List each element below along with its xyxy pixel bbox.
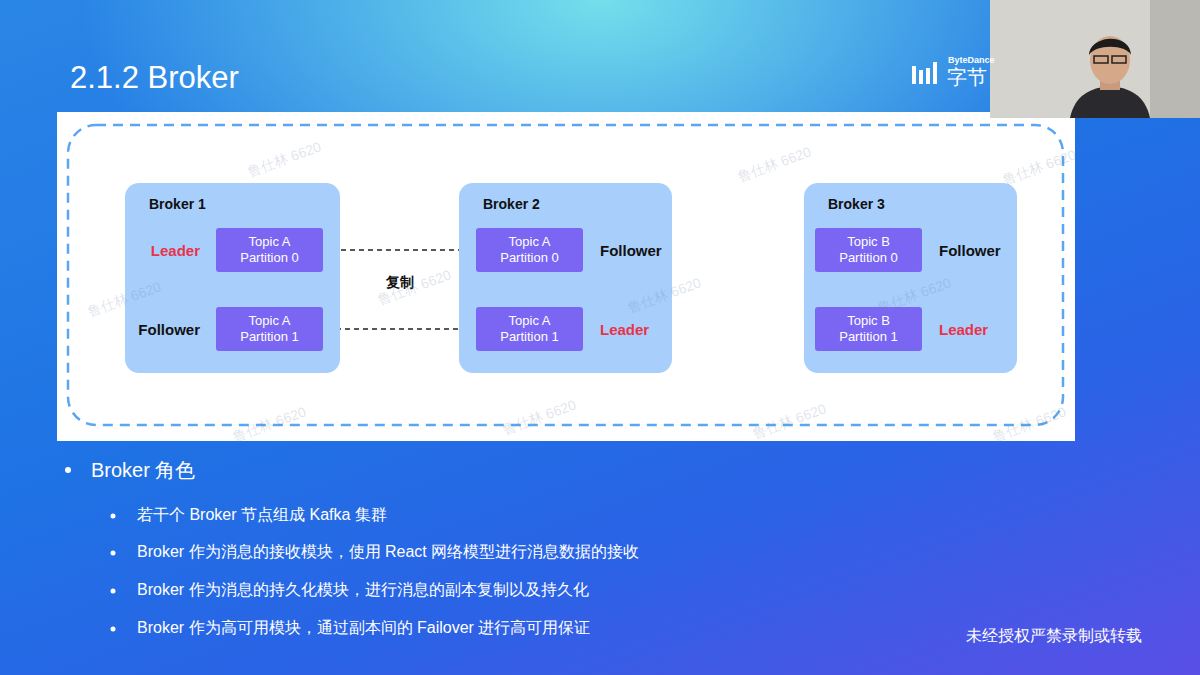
partition-box: Topic A Partition 0Leader: [216, 228, 323, 272]
partition-name: Topic A Partition 0: [484, 234, 575, 266]
replica-role: Leader: [600, 321, 649, 338]
logo-icon: [912, 62, 937, 84]
replica-role: Follower: [939, 242, 1001, 259]
replica-role: Follower: [138, 321, 200, 338]
bullet-text: Broker 作为消息的持久化模块，进行消息的副本复制以及持久化: [137, 580, 589, 601]
watermark: 鲁仕林 6620: [376, 266, 455, 309]
bullet-text: Broker 作为高可用模块，通过副本间的 Failover 进行高可用保证: [137, 618, 590, 639]
partition-name: Topic A Partition 1: [224, 313, 315, 345]
copyright-notice: 未经授权严禁录制或转载: [966, 626, 1142, 647]
white-panel: [57, 112, 1075, 441]
bullet-dots: [65, 467, 116, 632]
bullet-heading: Broker 角色: [91, 457, 195, 484]
partition-name: Topic A Partition 1: [484, 313, 575, 345]
partition-name: Topic B Partition 1: [823, 313, 914, 345]
watermark: 鲁仕林 6620: [231, 403, 310, 446]
watermark: 鲁仕林 6620: [501, 396, 580, 439]
replica-role: Leader: [151, 242, 200, 259]
partition-box: Topic B Partition 0Follower: [815, 228, 922, 272]
logo-text: ByteDance: [948, 55, 995, 65]
watermark: 鲁仕林 6620: [246, 138, 325, 181]
partition-box: Topic A Partition 1Follower: [216, 307, 323, 351]
partition-name: Topic A Partition 0: [224, 234, 315, 266]
broker-name: Broker 3: [828, 196, 885, 212]
slide-title: 2.1.2 Broker: [70, 60, 239, 96]
broker-name: Broker 2: [483, 196, 540, 212]
replication-arrow: [323, 249, 476, 251]
replica-role: Follower: [600, 242, 662, 259]
watermark: 鲁仕林 6620: [991, 403, 1070, 446]
broker-box: Topic B Partition 0FollowerTopic B Parti…: [804, 183, 1017, 373]
cluster-outline: [68, 125, 1063, 425]
partition-box: Topic A Partition 1Leader: [476, 307, 583, 351]
broker-box: Topic A Partition 0LeaderTopic A Partiti…: [125, 183, 340, 373]
watermark: 鲁仕林 6620: [1001, 146, 1080, 189]
partition-box: Topic A Partition 0Follower: [476, 228, 583, 272]
watermark: 鲁仕林 6620: [751, 400, 830, 443]
bullet-text: Broker 作为消息的接收模块，使用 React 网络模型进行消息数据的接收: [137, 542, 639, 563]
replication-arrow: [323, 328, 476, 330]
watermark: 鲁仕林 6620: [736, 143, 815, 186]
partition-name: Topic B Partition 0: [823, 234, 914, 266]
replica-role: Leader: [939, 321, 988, 338]
broker-box: Topic A Partition 0FollowerTopic A Parti…: [459, 183, 672, 373]
broker-name: Broker 1: [149, 196, 206, 212]
partition-box: Topic B Partition 1Leader: [815, 307, 922, 351]
bullet-text: 若干个 Broker 节点组成 Kafka 集群: [137, 505, 387, 526]
logo-text: 字节: [947, 64, 987, 91]
webcam-picture: [990, 0, 1200, 118]
